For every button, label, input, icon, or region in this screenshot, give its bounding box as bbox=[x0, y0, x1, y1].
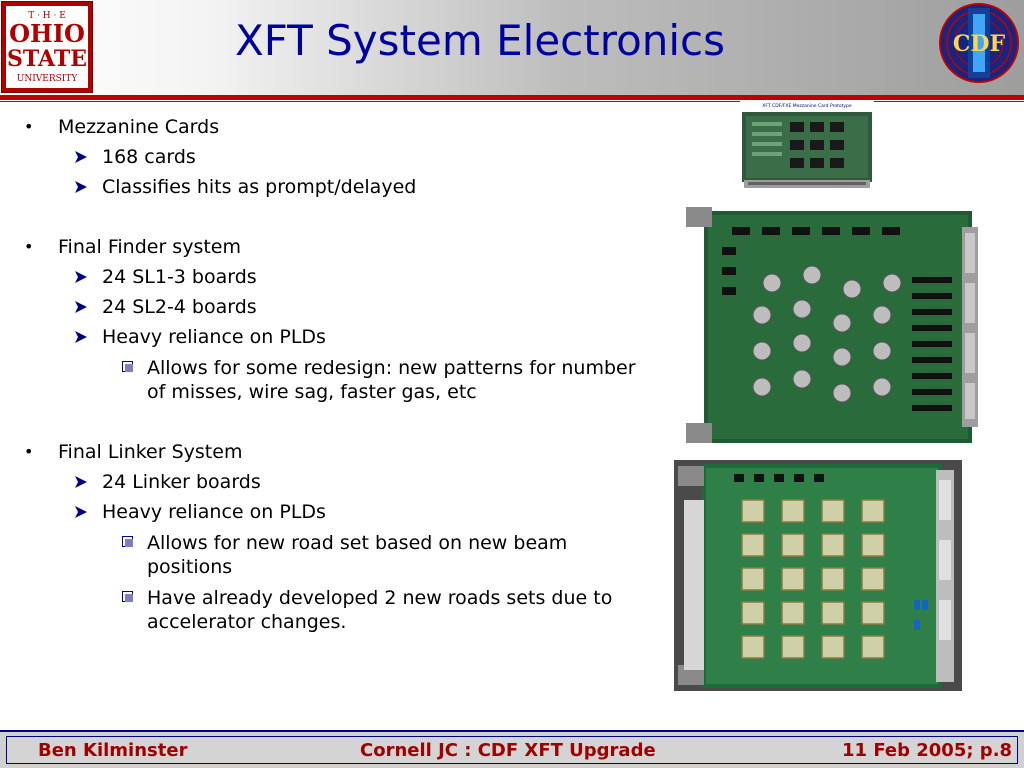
sub-bullet-label: 24 Linker boards bbox=[102, 471, 261, 493]
header-rule-thin bbox=[0, 101, 1024, 102]
bullet-dot-icon: • bbox=[24, 237, 34, 256]
sub-bullet-label: 24 SL2-4 boards bbox=[102, 296, 257, 318]
arrow-bullet-icon bbox=[75, 181, 87, 193]
final-linker-board-photo bbox=[674, 460, 962, 691]
footer-author: Ben Kilminster bbox=[38, 740, 188, 761]
mezzanine-card-photo: XFT CDF/FXE Mezzanine Card Prototype bbox=[740, 100, 874, 192]
bullet-label: Mezzanine Cards bbox=[58, 116, 220, 138]
square-bullet-icon bbox=[122, 591, 133, 602]
square-bullet-icon bbox=[122, 361, 133, 372]
sub-sub-bullet-label: Allows for new road set based on new bea… bbox=[147, 532, 568, 578]
cdf-logo-text: CDF bbox=[953, 31, 1006, 57]
arrow-bullet-icon bbox=[75, 506, 87, 518]
sub-bullet-label: 168 cards bbox=[102, 146, 196, 168]
arrow-bullet-icon bbox=[75, 271, 87, 283]
arrow-bullet-icon bbox=[75, 301, 87, 313]
slide-footer: Ben Kilminster Cornell JC : CDF XFT Upgr… bbox=[0, 730, 1024, 768]
footer-title: Cornell JC : CDF XFT Upgrade bbox=[360, 740, 656, 761]
bullet-dot-icon: • bbox=[24, 117, 34, 136]
osu-logo-line4: UNIVERSITY bbox=[17, 74, 79, 84]
osu-logo-line3: STATE bbox=[7, 46, 87, 72]
mezzanine-photo-caption: XFT CDF/FXE Mezzanine Card Prototype bbox=[762, 103, 852, 109]
sub-bullet-label: Heavy reliance on PLDs bbox=[102, 326, 326, 348]
square-bullet-icon bbox=[122, 536, 133, 547]
cdf-logo: CDF bbox=[939, 3, 1019, 83]
footer-box bbox=[6, 736, 1018, 764]
arrow-bullet-icon bbox=[75, 151, 87, 163]
bullet-label: Final Linker System bbox=[58, 441, 243, 463]
slide-title: XFT System Electronics bbox=[234, 16, 726, 65]
arrow-bullet-icon bbox=[75, 476, 87, 488]
slide-header bbox=[0, 0, 1024, 96]
osu-logo-line1: T · H · E bbox=[28, 11, 66, 21]
bullet-label: Final Finder system bbox=[58, 236, 241, 258]
sub-sub-bullet-label: Allows for some redesign: new patterns f… bbox=[147, 357, 636, 403]
arrow-bullet-icon bbox=[75, 331, 87, 343]
footer-date-page: 11 Feb 2005; p.8 bbox=[842, 740, 1013, 761]
sub-bullet-label: 24 SL1-3 boards bbox=[102, 266, 257, 288]
sub-bullet-label: Classifies hits as prompt/delayed bbox=[102, 176, 417, 198]
header-rule bbox=[0, 95, 1024, 100]
bullet-dot-icon: • bbox=[24, 442, 34, 461]
sub-bullet-label: Heavy reliance on PLDs bbox=[102, 501, 326, 523]
final-finder-board-photo bbox=[682, 197, 986, 449]
sub-sub-bullet-label: Have already developed 2 new roads sets … bbox=[147, 587, 613, 633]
osu-logo-line2: OHIO bbox=[9, 19, 85, 48]
ohio-state-logo: T · H · E OHIO STATE UNIVERSITY bbox=[1, 1, 93, 93]
